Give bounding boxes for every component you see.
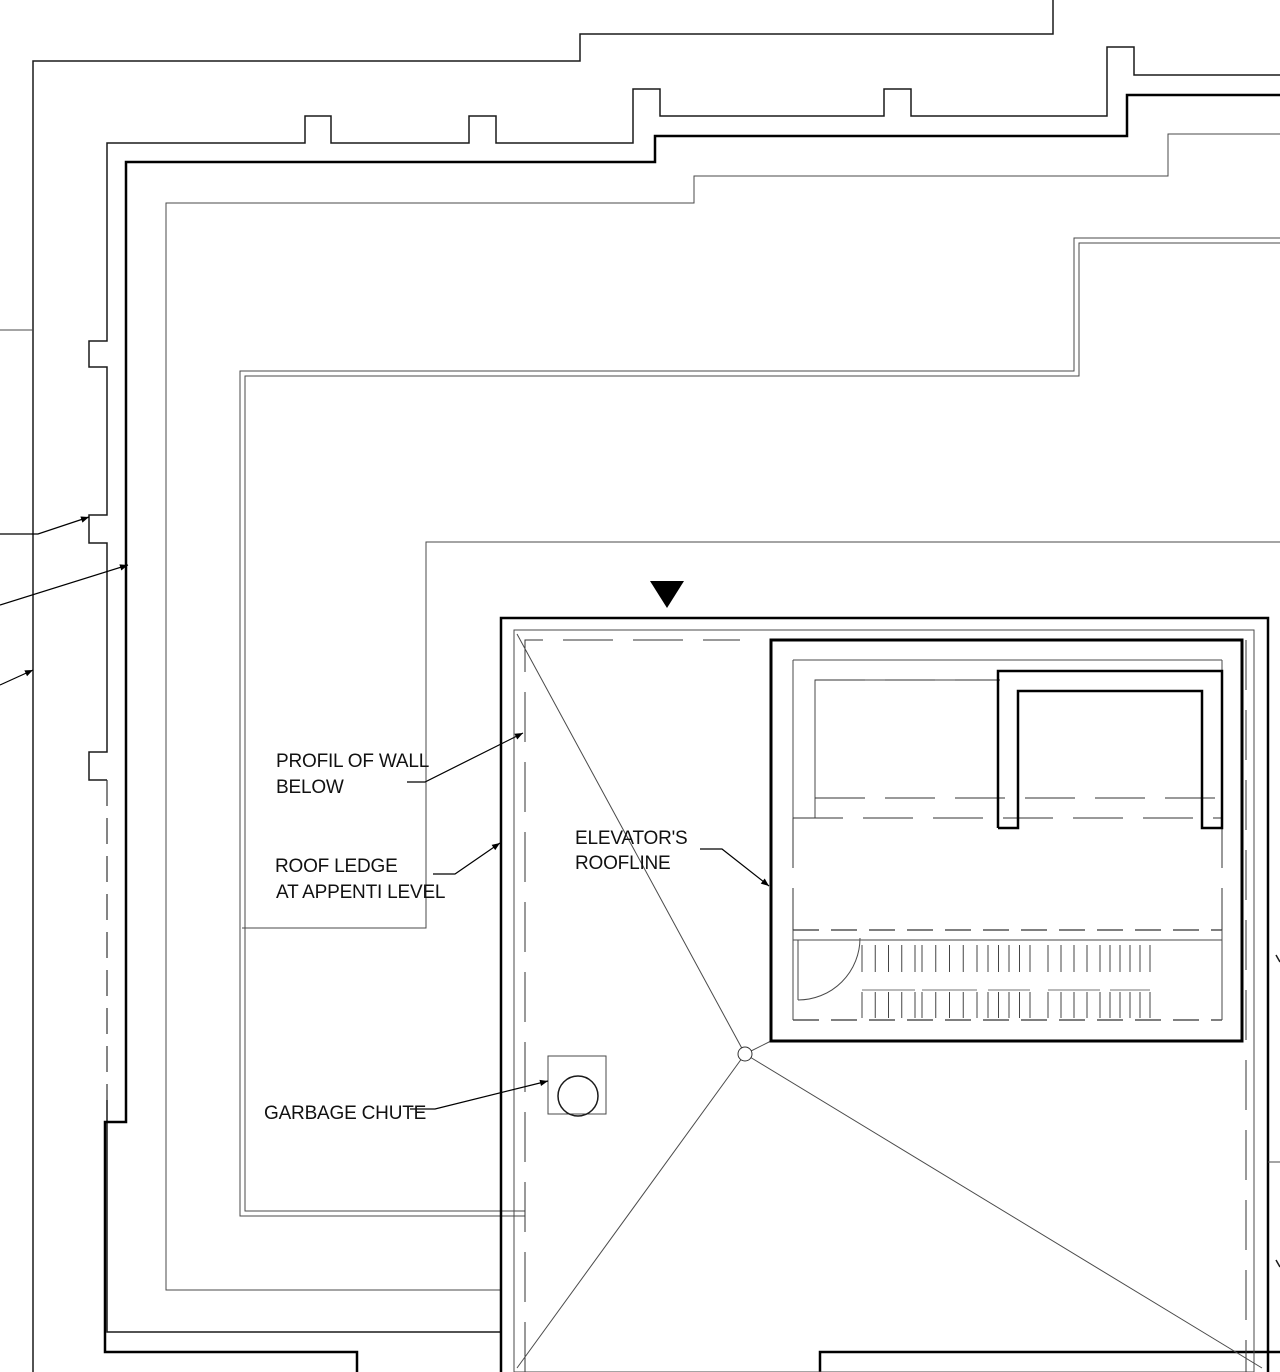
slope-line-sw: [516, 1053, 746, 1369]
elevator-shaft-thin: [814, 679, 1000, 818]
roof-edge-line: [165, 133, 1280, 1291]
slope-line-nw: [516, 633, 746, 1055]
garbage-chute-icon: [557, 1075, 599, 1117]
label-roof-ledge-2: AT APPENTI LEVEL: [276, 882, 445, 903]
leader-profil-wall: [407, 732, 524, 783]
elevator-roofline: [769, 638, 1244, 1043]
mechanical-frame-outer: [996, 669, 1224, 830]
stair-treads: [861, 939, 1151, 1018]
wall-profile-below-dashed: [524, 639, 740, 1372]
parapet-outer-bottom: [106, 1100, 500, 1333]
setback-line-outer: [239, 237, 1280, 1217]
roof-drain-icon: [737, 1046, 753, 1062]
stair-door-swing-icon: [797, 937, 861, 1001]
parapet-inner-bottom-right: [818, 1350, 1280, 1372]
label-profil-wall-1: PROFIL OF WALL: [276, 751, 429, 772]
right-edge-mark-3: [1275, 1259, 1280, 1268]
label-profil-wall-2: BELOW: [276, 777, 344, 798]
label-elevator-2: ROOFLINE: [575, 853, 671, 874]
appenti-roof-ledge: [242, 541, 1280, 929]
leader-roof-ledge: [433, 842, 501, 875]
penthouse-outer-wall: [499, 616, 1270, 1372]
left-arrow-1: [0, 516, 90, 535]
leader-elevator: [700, 848, 770, 887]
parapet-inner-line: [103, 93, 1280, 1372]
garbage-chute-box: [547, 1055, 607, 1115]
label-elevator-1: ELEVATOR'S: [575, 828, 688, 849]
parapet-outer-line: [88, 46, 1280, 781]
label-roof-ledge-1: ROOF LEDGE: [275, 856, 398, 877]
left-arrow-2: [0, 564, 129, 606]
section-marker-icon: [650, 581, 684, 608]
setback-line-inner: [244, 242, 1280, 1212]
leader-garbage: [410, 1079, 549, 1110]
outer-building-wall: [32, 0, 1054, 1372]
penthouse-inner-wall: [513, 629, 1255, 1372]
left-arrow-3: [0, 669, 34, 686]
slope-line-se: [744, 1053, 1263, 1369]
label-garbage-chute: GARBAGE CHUTE: [264, 1103, 426, 1124]
right-edge-mark-2: [1275, 954, 1280, 963]
